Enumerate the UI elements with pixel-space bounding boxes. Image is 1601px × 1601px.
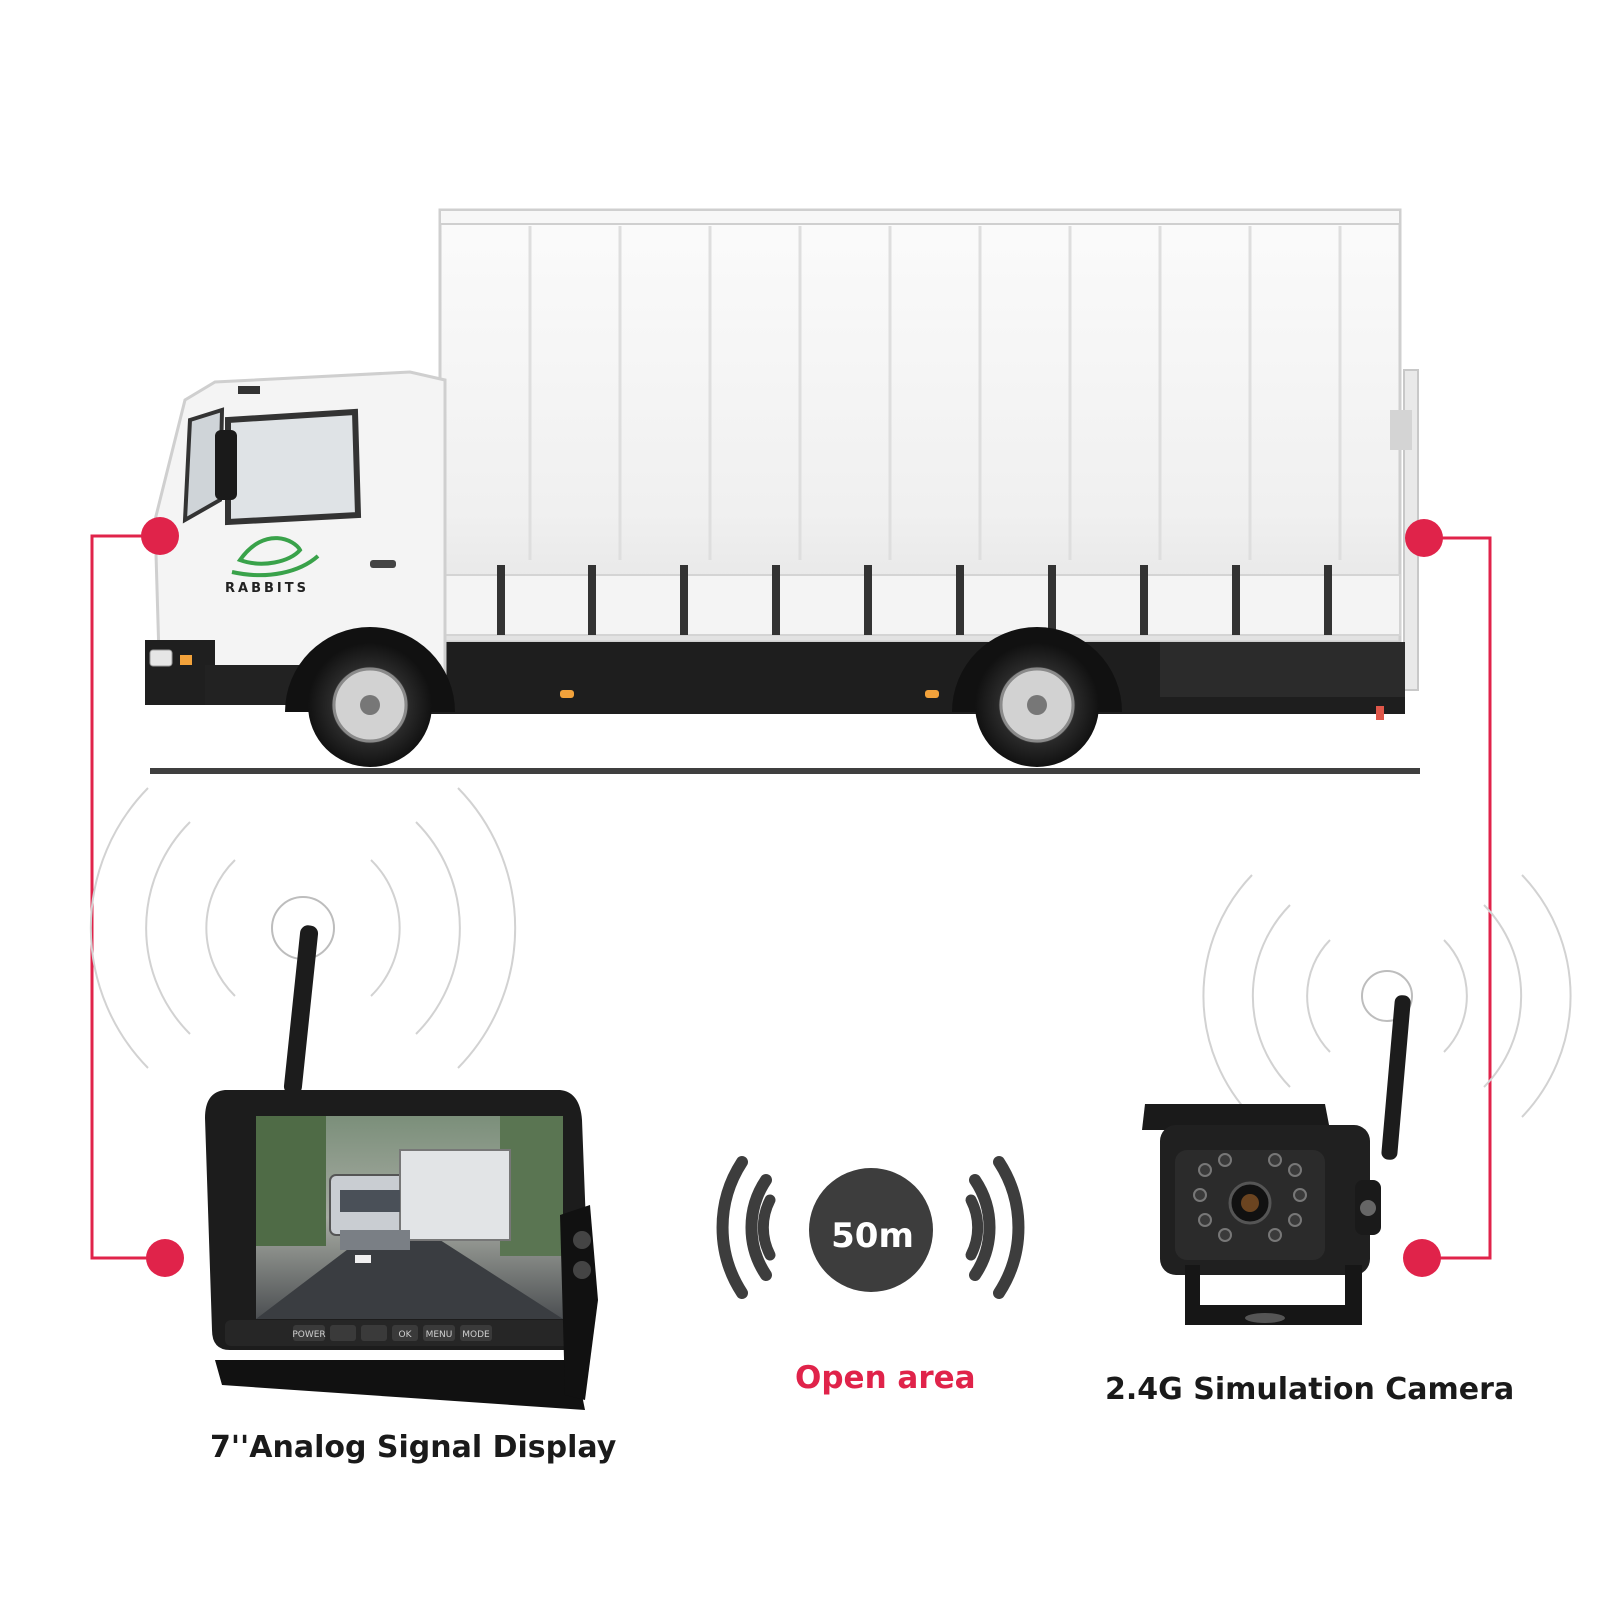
monitor-buttons: POWER OK MENU MODE bbox=[292, 1325, 492, 1341]
radio-wave-rings-icon bbox=[89, 787, 517, 1069]
tarp-folds bbox=[528, 226, 1342, 560]
display-label: 7''Analog Signal Display bbox=[210, 1430, 617, 1465]
rear-wheel bbox=[975, 643, 1099, 767]
rear-camera bbox=[1142, 995, 1411, 1325]
range-value: 50m bbox=[831, 1216, 914, 1256]
camera-ir-leds bbox=[1193, 1153, 1307, 1242]
connector-dot-rear bbox=[1405, 519, 1443, 557]
monitor-antenna bbox=[283, 925, 319, 1095]
truck: RABBITS bbox=[145, 208, 1420, 774]
ground-line bbox=[150, 768, 1420, 774]
monitor-button-menu: MENU bbox=[426, 1330, 453, 1340]
front-wheel bbox=[308, 643, 432, 767]
camera-antenna bbox=[1381, 995, 1411, 1160]
range-badge bbox=[809, 1168, 933, 1292]
connector-dot-display bbox=[146, 1239, 184, 1277]
monitor-display: POWER OK MENU MODE bbox=[205, 925, 598, 1410]
range-condition-label: Open area bbox=[795, 1360, 976, 1396]
radio-wave-rings-icon bbox=[1202, 874, 1572, 1118]
wireless-arcs-icon bbox=[716, 1156, 1025, 1299]
monitor-button-power: POWER bbox=[292, 1330, 325, 1340]
tarp-straps bbox=[497, 565, 1332, 635]
monitor-button-mode: MODE bbox=[462, 1330, 490, 1340]
connector-dot-cab bbox=[141, 517, 179, 555]
monitor-button-ok: OK bbox=[399, 1330, 413, 1340]
camera-label: 2.4G Simulation Camera bbox=[1105, 1372, 1515, 1407]
truck-logo-text: RABBITS bbox=[225, 581, 309, 596]
connector-dot-camera bbox=[1403, 1239, 1441, 1277]
truck-door-logo: RABBITS bbox=[225, 536, 320, 596]
connector-right bbox=[1424, 536, 1492, 1260]
connector-left bbox=[90, 534, 160, 1260]
